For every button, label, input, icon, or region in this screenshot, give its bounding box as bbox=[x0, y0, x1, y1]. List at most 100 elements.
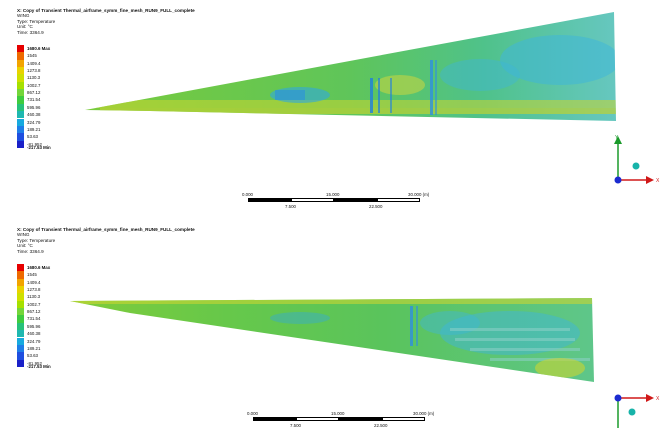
wing-contour-plot[interactable] bbox=[0, 0, 661, 218]
legend-swatch bbox=[17, 67, 24, 75]
legend-label: 731.54 bbox=[27, 316, 41, 322]
legend-swatch bbox=[17, 322, 24, 331]
axis-x-label: X bbox=[656, 178, 660, 184]
legend-swatch bbox=[17, 264, 24, 272]
legend-row: 731.54 bbox=[17, 315, 57, 323]
legend-label: 731.54 bbox=[27, 97, 41, 103]
result-type: Type: Temperature bbox=[17, 18, 56, 24]
scale-segment bbox=[296, 417, 339, 421]
legend-swatch bbox=[17, 89, 24, 97]
legend-row: 1130.3 bbox=[17, 293, 57, 301]
scale-segment bbox=[253, 417, 296, 421]
axis-triad[interactable]: X bbox=[604, 370, 661, 430]
legend-swatch bbox=[17, 300, 24, 309]
legend-min-label: -217.53 Min bbox=[27, 144, 51, 150]
legend-label: 1002.7 bbox=[27, 82, 41, 88]
result-title: X: Copy of Transient Thermal_airframe_sy… bbox=[17, 8, 195, 13]
legend-label: 324.79 bbox=[27, 338, 41, 344]
legend-swatch bbox=[17, 330, 24, 338]
scale-segment bbox=[339, 417, 382, 421]
legend-row: 1545 bbox=[17, 52, 57, 60]
legend-row: 867.12 bbox=[17, 308, 57, 316]
legend-swatch bbox=[17, 52, 24, 60]
legend-max-label: 1680.6 Max bbox=[27, 265, 51, 270]
legend-swatch bbox=[17, 337, 24, 345]
scale-segment bbox=[291, 198, 334, 202]
axis-x-label: X bbox=[656, 396, 660, 402]
result-object: WING bbox=[17, 232, 30, 238]
result-type: Type: Temperature bbox=[17, 237, 56, 243]
scale-label: 0.000 bbox=[247, 411, 258, 416]
scale-segment bbox=[382, 417, 425, 421]
result-view-bottom: X: Copy of Transient Thermal_airframe_sy… bbox=[0, 218, 661, 437]
legend-swatch bbox=[17, 352, 24, 360]
legend-row: 595.96 bbox=[17, 322, 57, 331]
legend-row: 1409.4 bbox=[17, 59, 57, 68]
legend-row: 867.12 bbox=[17, 89, 57, 97]
legend-row: 189.21 bbox=[17, 125, 57, 134]
axis-triad[interactable]: Y X bbox=[604, 132, 661, 192]
legend-swatch bbox=[17, 359, 24, 367]
legend-row-max: 1680.6 Max bbox=[17, 264, 57, 272]
legend-row: 189.21 bbox=[17, 344, 57, 353]
legend-swatch bbox=[17, 103, 24, 112]
scale-bar: 0.000 15.000 30.000 (m) 7.500 22.500 bbox=[242, 192, 429, 218]
scale-label: 0.000 bbox=[242, 192, 253, 197]
legend-row-max: 1680.6 Max bbox=[17, 45, 57, 53]
legend-row: 53.63 bbox=[17, 133, 57, 141]
legend-row: 1545 bbox=[17, 271, 57, 279]
result-time: Time: 3364.9 bbox=[17, 29, 44, 35]
legend-row: 324.79 bbox=[17, 118, 57, 126]
scale-label: 7.500 bbox=[290, 423, 301, 428]
legend-swatch bbox=[17, 96, 24, 104]
scale-label: 30.000 (m) bbox=[408, 192, 430, 197]
scale-segment bbox=[334, 198, 377, 202]
legend-label: 1409.4 bbox=[27, 279, 41, 285]
legend-swatch bbox=[17, 111, 24, 119]
result-object: WING bbox=[17, 13, 30, 19]
legend-label: 1002.7 bbox=[27, 301, 41, 307]
scale-segment bbox=[248, 198, 291, 202]
result-info: X: Copy of Transient Thermal_airframe_sy… bbox=[17, 227, 195, 254]
legend-row: 460.38 bbox=[17, 111, 57, 119]
scale-label: 22.500 bbox=[369, 204, 383, 209]
result-view-top: X: Copy of Transient Thermal_airframe_sy… bbox=[0, 0, 661, 218]
legend-label: 1130.3 bbox=[27, 294, 41, 300]
legend-swatch bbox=[17, 140, 24, 148]
legend-label: 53.63 bbox=[27, 134, 38, 140]
scale-label: 30.000 (m) bbox=[413, 411, 435, 416]
legend-label: -81.952 bbox=[27, 360, 42, 366]
scale-label: 15.000 bbox=[331, 411, 345, 416]
scale-segment bbox=[377, 198, 420, 202]
legend-label: 595.96 bbox=[27, 323, 41, 329]
legend-row: 324.79 bbox=[17, 337, 57, 345]
legend-row: 1002.7 bbox=[17, 81, 57, 90]
legend-label: 595.96 bbox=[27, 104, 41, 110]
wing-contour-plot[interactable] bbox=[0, 218, 661, 437]
axis-y-label: Y bbox=[615, 135, 619, 141]
legend-row: 731.54 bbox=[17, 96, 57, 104]
legend-label: 1409.4 bbox=[27, 60, 41, 66]
legend-row: -81.952 bbox=[17, 140, 57, 148]
legend-max-label: 1680.6 Max bbox=[27, 46, 51, 51]
legend-row: -81.952 bbox=[17, 359, 57, 367]
temperature-patches bbox=[85, 35, 616, 115]
legend-row: 460.38 bbox=[17, 330, 57, 338]
legend-row: 1002.7 bbox=[17, 300, 57, 309]
scale-label: 15.000 bbox=[326, 192, 340, 197]
legend-label: 189.21 bbox=[27, 345, 41, 351]
legend-label: 867.12 bbox=[27, 90, 41, 96]
legend-label: 460.38 bbox=[27, 112, 41, 118]
legend-label: 460.38 bbox=[27, 331, 41, 337]
legend-row: 1130.3 bbox=[17, 74, 57, 82]
legend-label: 1545 bbox=[27, 53, 37, 59]
legend-label: 1273.8 bbox=[27, 68, 41, 74]
wing-surface bbox=[85, 12, 616, 121]
legend-swatch bbox=[17, 344, 24, 353]
legend-swatch bbox=[17, 271, 24, 279]
legend-label: 189.21 bbox=[27, 126, 41, 132]
legend-swatch bbox=[17, 286, 24, 294]
legend-label: 867.12 bbox=[27, 309, 41, 315]
result-title: X: Copy of Transient Thermal_airframe_sy… bbox=[17, 227, 195, 232]
scale-bar: 0.000 15.000 30.000 (m) 7.500 22.500 bbox=[247, 411, 434, 437]
